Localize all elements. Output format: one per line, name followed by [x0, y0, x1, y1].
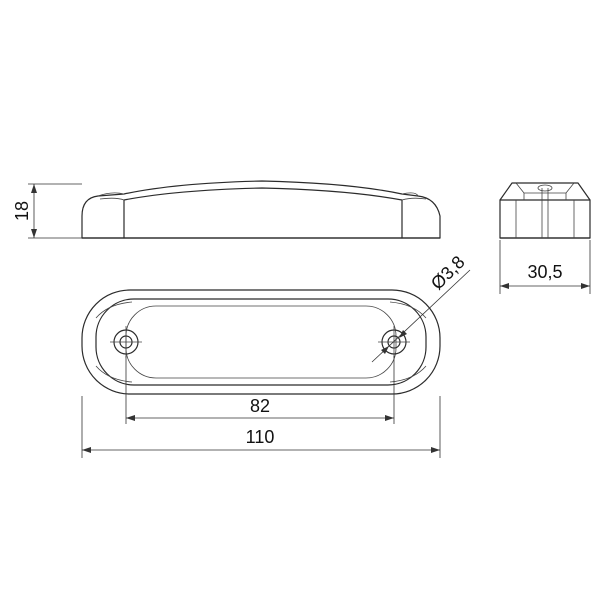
top-view: [81, 289, 441, 395]
hole-spacing-label: 82: [250, 396, 270, 416]
height-dimension: 18: [12, 183, 82, 239]
side-view: [81, 180, 441, 239]
width-dimension: 30,5: [499, 240, 591, 294]
height-label: 18: [12, 201, 32, 221]
hole-diameter-leader: Ø3,8: [371, 252, 471, 363]
left-mounting-hole: [110, 326, 142, 358]
right-mounting-hole: [378, 326, 410, 358]
hole-diameter-label: Ø3,8: [427, 252, 469, 294]
overall-length-label: 110: [246, 427, 275, 447]
end-view: [499, 182, 591, 239]
hole-spacing-dimension: 82: [125, 356, 395, 424]
width-label: 30,5: [527, 262, 562, 282]
overall-length-dimension: 110: [81, 396, 441, 458]
